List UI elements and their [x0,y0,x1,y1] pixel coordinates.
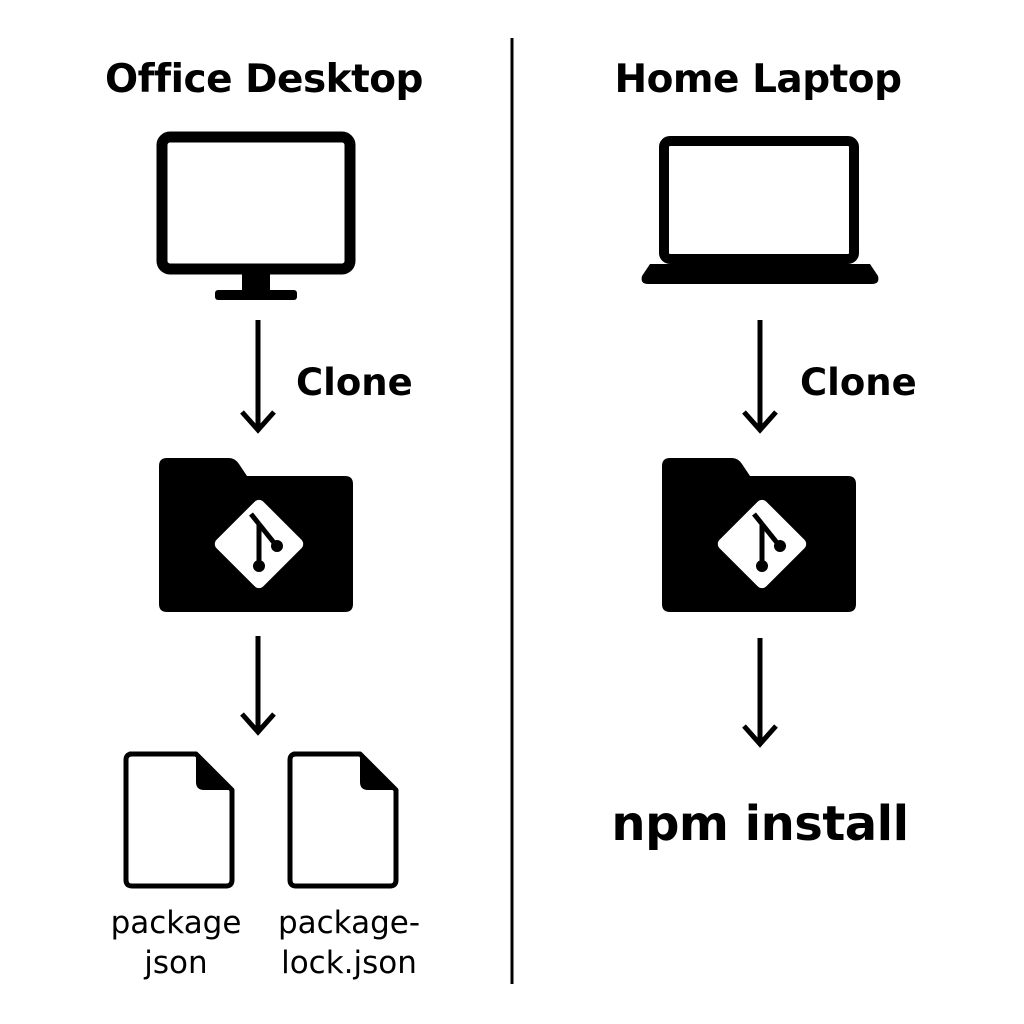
laptop-icon [641,136,879,284]
file-icon-package-json [123,751,235,889]
center-divider [510,38,514,984]
home-laptop-title: Home Laptop [614,57,902,102]
desktop-monitor-icon [156,131,356,300]
clone-arrow-right [742,320,778,434]
git-folder-icon-left [159,458,353,612]
file-label-package-json: package json [110,905,242,981]
clone-arrow-left [240,320,276,434]
file-label-package-lock-json: package- lock.json [277,905,421,981]
arrow-to-files [240,636,276,736]
git-folder-icon-right [662,458,856,612]
office-desktop-title: Office Desktop [105,57,423,102]
file-icon-package-lock-json [287,751,399,889]
clone-label-left: Clone [296,361,413,404]
arrow-to-npm-install [742,638,778,748]
clone-label-right: Clone [800,361,917,404]
npm-install-command: npm install [611,796,909,852]
